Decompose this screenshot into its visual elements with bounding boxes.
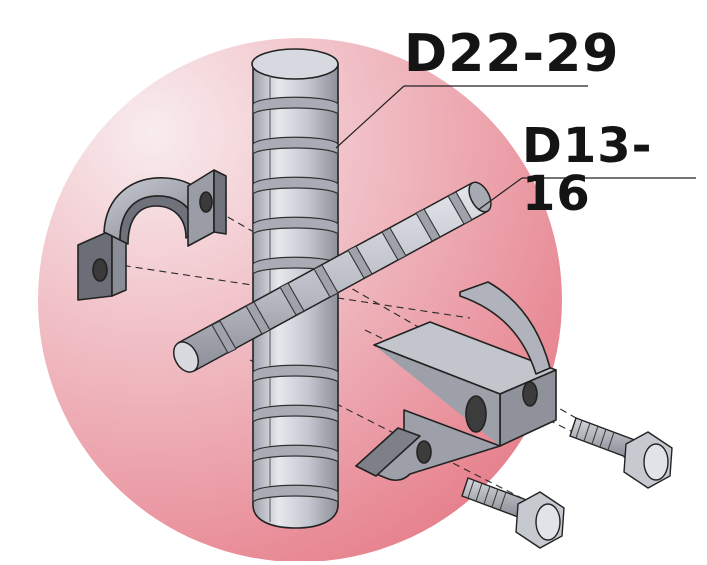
bolt-upper: [569, 417, 673, 489]
label-small-rebar: D13-16: [522, 118, 653, 222]
saddle-clamp: [77, 169, 227, 301]
leader-lines: [335, 85, 696, 211]
label-large-rebar: D22-29: [404, 24, 620, 84]
small-rebar: [172, 181, 492, 373]
bolt-lower: [461, 477, 565, 549]
bracket-clamp: [355, 281, 557, 482]
